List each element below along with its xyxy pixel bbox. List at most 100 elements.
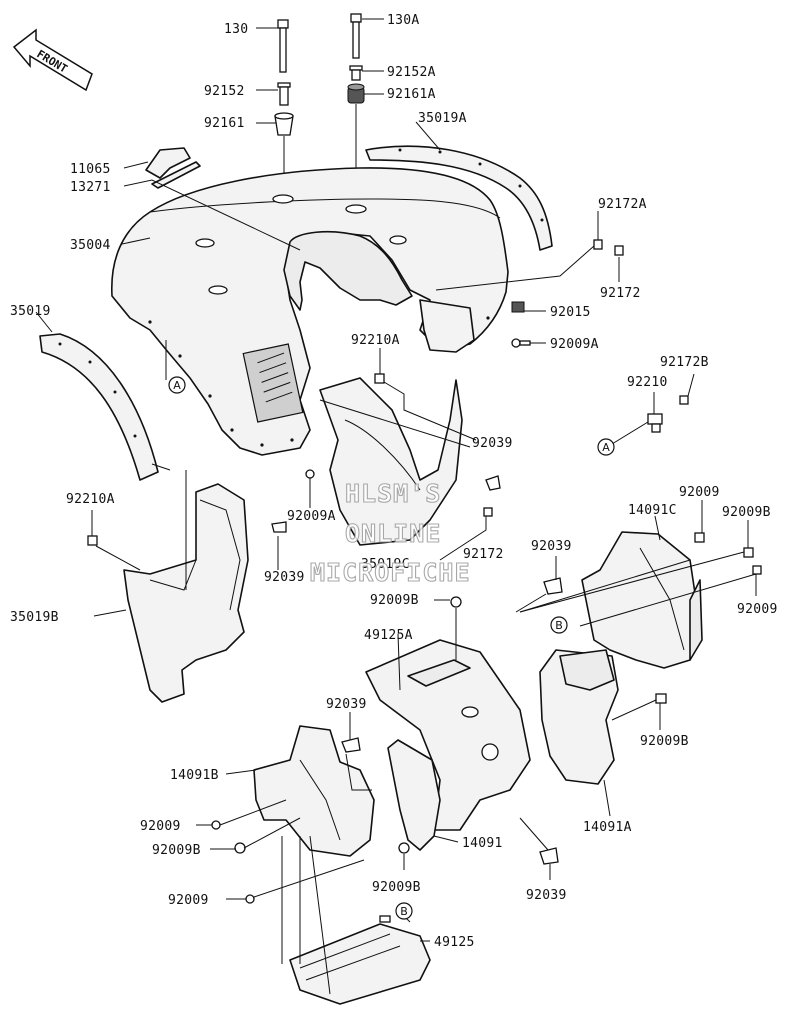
callout-B-right-text: B xyxy=(555,619,563,632)
label-92039-mid: 92039 xyxy=(326,697,367,712)
label-92161: 92161 xyxy=(204,116,245,131)
front-direction-indicator: FRONT xyxy=(12,28,93,92)
screw-92172-center xyxy=(483,507,493,517)
label-92039-right: 92039 xyxy=(531,539,572,554)
panel-14091C xyxy=(581,531,703,669)
label-92172-center: 92172 xyxy=(463,547,504,562)
clip-92009-l2 xyxy=(245,894,255,904)
clip-92039-left xyxy=(271,521,287,533)
clip-92039-right xyxy=(543,577,563,595)
watermark: HLSM'S ONLINE MICROFICHE xyxy=(309,478,471,587)
label-92210: 92210 xyxy=(627,375,668,390)
collar-92210 xyxy=(647,413,663,433)
label-11065: 11065 xyxy=(70,162,111,177)
collar-92210A-center xyxy=(374,373,385,384)
label-130A: 130A xyxy=(387,13,420,28)
bolt-130A xyxy=(350,13,362,59)
label-92152A: 92152A xyxy=(387,65,436,80)
label-92161A: 92161A xyxy=(387,87,436,102)
screw-92172-top xyxy=(614,245,624,256)
callout-B-bottom-text: B xyxy=(400,905,408,918)
front-fender-35004 xyxy=(111,167,509,456)
label-92172B: 92172B xyxy=(660,355,709,370)
label-92210A-left: 92210A xyxy=(66,492,115,507)
inner-guard-35019B xyxy=(123,483,249,703)
clip-92009B-r2 xyxy=(655,693,667,704)
label-92210A-center: 92210A xyxy=(351,333,400,348)
leader-lines xyxy=(35,18,757,995)
bolt-130 xyxy=(277,19,289,73)
label-92009A-center: 92009A xyxy=(287,509,336,524)
inner-guard-35019C xyxy=(319,377,463,546)
nut-92015 xyxy=(511,301,525,313)
clip-92009-l1 xyxy=(211,820,221,830)
label-14091A: 14091A xyxy=(583,820,632,835)
panel-14091A xyxy=(539,649,619,785)
label-14091: 14091 xyxy=(462,836,503,851)
label-92009B-b: 92009B xyxy=(372,880,421,895)
watermark-line-3: MICROFICHE xyxy=(310,558,471,587)
label-92039-center: 92039 xyxy=(472,436,513,451)
label-92172A: 92172A xyxy=(598,197,647,212)
label-92009-l2: 92009 xyxy=(168,893,209,908)
label-130: 130 xyxy=(224,22,248,37)
label-49125A: 49125A xyxy=(364,628,413,643)
screw-92172A xyxy=(593,239,603,250)
screw-92172B xyxy=(679,395,689,405)
clip-92039-mid xyxy=(341,737,361,753)
label-92009-l1: 92009 xyxy=(140,819,181,834)
callout-A-right-text: A xyxy=(602,441,610,454)
callout-A-left-text: A xyxy=(173,379,181,392)
clip-92009-r1 xyxy=(694,532,705,543)
label-92039-bottom: 92039 xyxy=(526,888,567,903)
clip-92009B-r xyxy=(743,547,754,558)
callout-B-right: B xyxy=(550,616,568,634)
label-35004: 35004 xyxy=(70,238,111,253)
label-35019B: 35019B xyxy=(10,610,59,625)
part-labels: 130 130A 92152 92152A 92161 92161A 35019… xyxy=(10,13,778,950)
label-35019: 35019 xyxy=(10,304,51,319)
label-49125: 49125 xyxy=(434,935,475,950)
label-35019A: 35019A xyxy=(418,111,467,126)
clip-92009A-center xyxy=(305,469,315,479)
label-14091C: 14091C xyxy=(628,503,677,518)
clip-92009B-l xyxy=(234,842,246,854)
clip-92039-center xyxy=(485,475,501,491)
label-92009B-r2: 92009B xyxy=(640,734,689,749)
clip-92009A-right xyxy=(511,338,531,348)
label-92009B-l: 92009B xyxy=(152,843,201,858)
clip-92009B-b xyxy=(398,842,410,854)
watermark-line-1: HLSM'S xyxy=(345,479,441,508)
label-92015: 92015 xyxy=(550,305,591,320)
pad-13271 xyxy=(151,161,201,189)
label-92009B-r: 92009B xyxy=(722,505,771,520)
label-92039-left: 92039 xyxy=(264,570,305,585)
label-92152: 92152 xyxy=(204,84,245,99)
cover-49125 xyxy=(289,915,431,1005)
label-92009-r2: 92009 xyxy=(737,602,778,617)
collar-92210A-left xyxy=(87,535,98,546)
label-92009A-right: 92009A xyxy=(550,337,599,352)
damper-92161 xyxy=(274,112,294,136)
callout-A-right: A xyxy=(597,438,615,456)
duct-cover-49125A xyxy=(365,639,531,831)
collar-92152A xyxy=(349,65,363,81)
label-14091B: 14091B xyxy=(170,768,219,783)
label-92172-top: 92172 xyxy=(600,286,641,301)
callout-B-bottom: B xyxy=(395,902,413,920)
collar-92152 xyxy=(277,82,291,106)
clip-92009-r2 xyxy=(752,565,762,575)
label-92009-r1: 92009 xyxy=(679,485,720,500)
trim-35019 xyxy=(39,333,159,481)
trim-35019A xyxy=(365,145,553,251)
clip-92039-bottom xyxy=(539,847,559,865)
label-92009B-center: 92009B xyxy=(370,593,419,608)
watermark-line-2: ONLINE xyxy=(345,519,441,548)
panel-14091B xyxy=(253,725,375,857)
clip-11065 xyxy=(145,147,191,179)
label-13271: 13271 xyxy=(70,180,111,195)
damper-92161A xyxy=(347,83,365,104)
label-35019C: 35019C xyxy=(361,557,410,572)
